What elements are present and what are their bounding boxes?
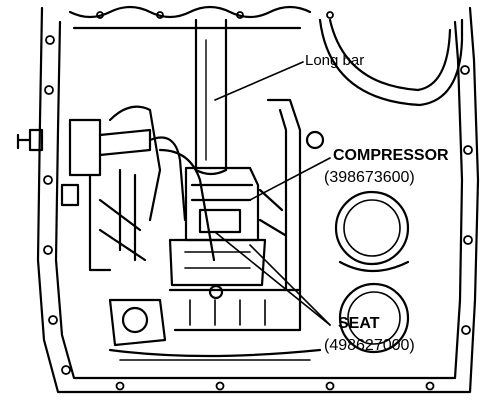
compressor-label: COMPRESSOR bbox=[333, 147, 449, 164]
long-bar-label: Long bar bbox=[305, 52, 365, 69]
case-outline bbox=[16, 6, 480, 394]
top-rib bbox=[68, 5, 312, 30]
long-bar-leader bbox=[214, 61, 304, 101]
compressor-leader bbox=[249, 157, 331, 201]
seat-label: SEAT bbox=[338, 315, 380, 332]
leader-lines bbox=[214, 61, 331, 326]
flange-bolt-holes bbox=[43, 11, 473, 391]
lower-parts bbox=[108, 284, 322, 361]
seat-leader bbox=[214, 231, 331, 326]
compressor-tool bbox=[168, 166, 267, 287]
seat-part-number: (498627000) bbox=[324, 337, 415, 354]
seat-leader-2 bbox=[249, 244, 331, 326]
valve-body-pipes bbox=[60, 98, 325, 292]
compressor-part-number: (398673600) bbox=[324, 169, 415, 186]
case-bores bbox=[318, 18, 464, 354]
